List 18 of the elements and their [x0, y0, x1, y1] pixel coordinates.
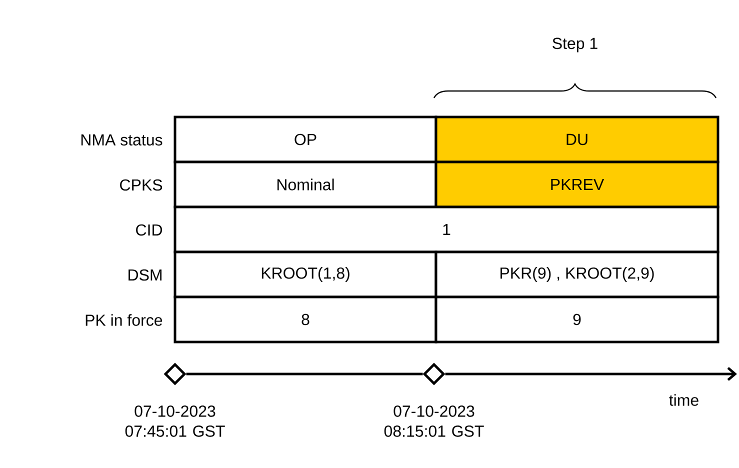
table-cell: 8: [174, 296, 438, 344]
table-cell: PKREV: [434, 160, 720, 208]
row-label: CID: [136, 224, 162, 236]
row-label: CPKS: [120, 179, 162, 191]
row-label: DSM: [128, 269, 162, 281]
row-label: NMA status: [81, 134, 162, 146]
table-cell: Nominal: [174, 160, 438, 208]
table-cell: PKR(9) , KROOT(2,9): [434, 250, 720, 298]
timeline-arrow: [445, 367, 737, 381]
timestamp: 07-10-2023 08:15:01 GST: [384, 406, 484, 437]
table-cell: DU: [434, 116, 720, 164]
table-cell: 9: [434, 296, 720, 344]
table-cell: KROOT(1,8): [174, 250, 438, 298]
axis-label: time: [669, 394, 698, 406]
heading: Step 1: [552, 38, 598, 52]
table-cell: OP: [174, 116, 438, 164]
row-label: PK in force: [86, 314, 162, 326]
timestamp: 07-10-2023 07:45:01 GST: [125, 406, 225, 437]
